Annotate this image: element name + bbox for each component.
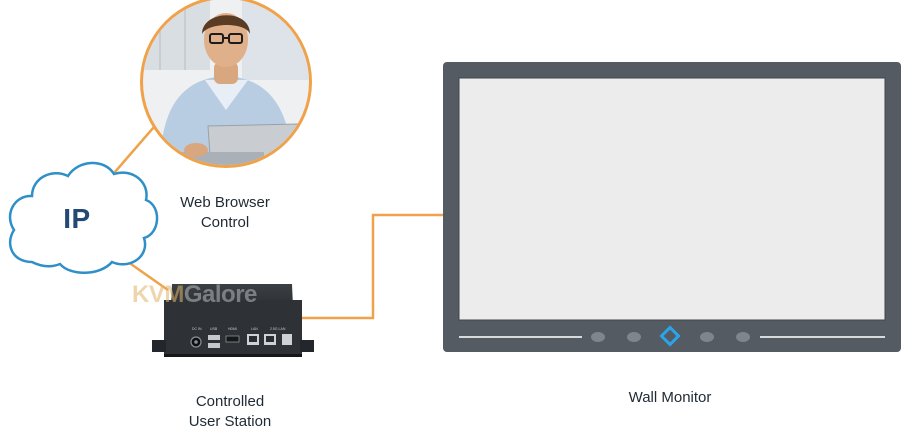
person-with-laptop-icon [140,0,312,168]
user-station-label-line2: User Station [188,413,272,430]
svg-text:USB: USB [210,327,218,331]
web-browser-control-label: Web Browser Control [160,193,290,233]
connector-cloud-to-station [127,260,169,292]
watermark-part1: KVM [132,281,184,308]
cloud-icon [8,161,159,274]
web-browser-label-line2: Control [200,214,250,231]
monitor-icon [443,62,901,352]
svg-text:LAN: LAN [251,327,258,331]
svg-text:2.5G LAN: 2.5G LAN [270,327,286,331]
svg-text:DC IN: DC IN [192,327,202,331]
controlled-user-station-label: Controlled User Station [160,392,300,432]
ip-cloud-label: IP [63,203,91,234]
connector-cloud-to-browser [107,119,161,181]
web-browser-label-line1: Web Browser [180,194,270,211]
kvmgalore-watermark: KVMGalore [132,281,257,309]
svg-text:HDMI: HDMI [228,327,237,331]
watermark-part2: Galore [183,281,258,308]
connector-lines [107,119,443,320]
wall-monitor-label: Wall Monitor [628,389,712,406]
user-station-label-line1: Controlled [195,393,265,410]
connector-station-to-monitor [290,213,443,320]
computer-box-icon: DC IN USB HDMI LAN 2.5G LAN [152,284,314,357]
